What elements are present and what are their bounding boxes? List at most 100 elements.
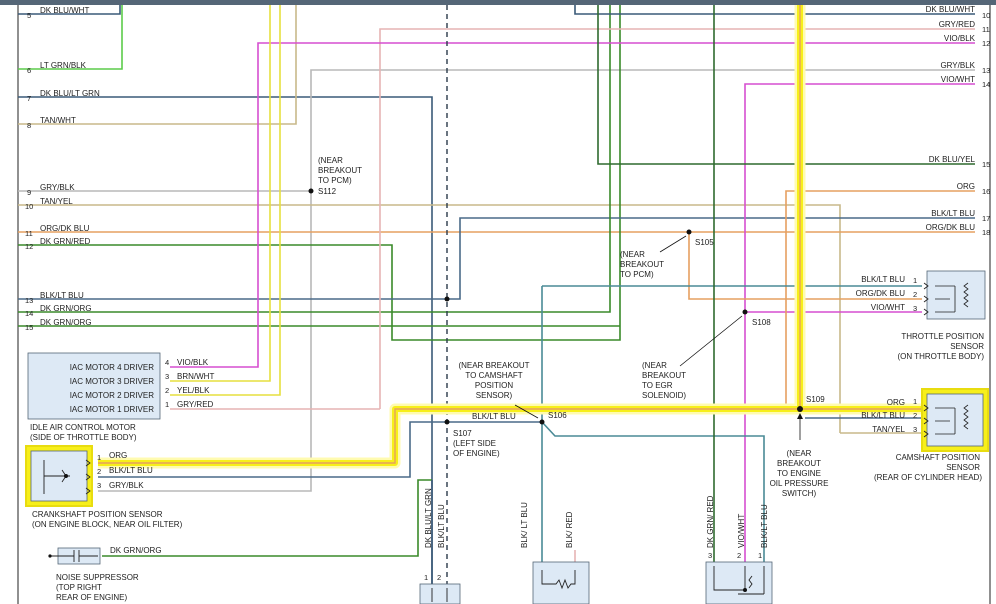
tps-pin-code: ORG/DK BLU [856,289,906,298]
splice-s109-dot [797,406,803,412]
cmp-connector-icon [923,404,929,438]
splice-s107-id: S107 [453,429,472,438]
splices: (NEAR BREAKOUT TO PCM) S112 S105 (NEAR B… [308,156,828,498]
splice-s107-upper-dot [444,296,450,302]
iac-driver-label: IAC MOTOR 1 DRIVER [70,405,155,414]
wire-pin14 [18,5,611,313]
right-pin-code: ORG/DK BLU [926,223,976,232]
bottom-wire-code: BLK/LT BLU [760,504,769,548]
right-pin-code: BLK/LT BLU [931,209,975,218]
noise-wire-code: DK GRN/ORG [110,546,162,555]
wire-pin6 [18,5,123,70]
tps-caption: SENSOR [950,342,984,351]
splice-s106-dot [539,419,545,425]
cmp-pin-number: 1 [913,397,917,406]
right-pin-number: 14 [982,80,990,89]
crank-connector-icon [85,459,91,495]
throttle-position-sensor: BLK/LT BLU 1 ORG/DK BLU 2 VIO/WHT 3 THRO… [856,270,986,361]
right-pin-code: VIO/WHT [941,75,975,84]
bottom-connector-left-pins-icon [431,588,448,602]
iac-driver-label: IAC MOTOR 3 DRIVER [70,377,155,386]
cmp-pin-code: ORG [887,398,905,407]
splice-s108-leader [679,315,743,367]
right-pin-labels: DK BLU/WHT 10 GRY/RED 11 VIO/BLK 12 GRY/… [926,5,991,237]
left-pin-labels: 5 DK BLU/WHT 6 LT GRN/BLK 7 DK BLU/LT GR… [25,6,100,332]
splice-s109-note: TO ENGINE [777,469,821,478]
highlighted-circuit [98,5,922,469]
wire-pin8 [18,5,297,125]
bottom-pin-number: 2 [737,551,741,560]
crank-caption: CRANKSHAFT POSITION SENSOR [32,510,163,519]
splice-s108-note: (NEAR [642,361,667,370]
crank-pin-number: 3 [97,481,101,490]
splice-s105-dot [686,229,692,235]
wire-pin17 [447,217,975,300]
right-pin-code: GRY/BLK [940,61,975,70]
splice-s106-note: POSITION [475,381,513,390]
iac-pin-code: GRY/RED [177,400,214,409]
splice-s105-note: (NEAR [620,250,645,259]
cmp-pin-code: TAN/YEL [872,425,905,434]
splice-s112-id: S112 [318,187,337,196]
noise-suppressor: DK GRN/ORG NOISE SUPPRESSOR (TOP RIGHT R… [48,546,162,602]
left-pin-number: 11 [25,229,33,238]
left-pin-number: 8 [27,121,31,130]
wire-r15 [597,5,975,165]
cmp-caption: CAMSHAFT POSITION [896,453,981,462]
wires [18,5,975,604]
right-pin-number: 13 [982,66,990,75]
splice-s106-id: S106 [548,411,567,420]
wire-label-blk-lt-blu: BLK/LT BLU [472,412,516,421]
tps-box [926,270,986,320]
splice-s109-note: BREAKOUT [777,459,821,468]
crank-sensor-node-icon [64,474,68,478]
wire-noise [102,479,432,557]
splice-s108-id: S108 [752,318,771,327]
right-pin-number: 11 [982,25,990,34]
camshaft-position-sensor: ORG 1 BLK/LT BLU 2 TAN/YEL 3 CAMSHAFT PO… [861,388,989,482]
right-pin-code: VIO/BLK [944,34,976,43]
cmp-pin-code: BLK/LT BLU [861,411,905,420]
left-pin-number: 10 [25,202,33,211]
splice-s107-note: (LEFT SIDE [453,439,496,448]
left-pin-code: TAN/YEL [40,197,73,206]
right-pin-code: DK BLU/YEL [929,155,976,164]
crank-caption: (ON ENGINE BLOCK, NEAR OIL FILTER) [32,520,183,529]
left-pin-number: 9 [27,188,31,197]
wire-iac-pin3 [170,5,271,382]
wire-r16 [785,190,975,409]
right-pin-code: DK BLU/WHT [926,5,975,14]
left-pin-code: LT GRN/BLK [40,61,87,70]
right-pin-number: 15 [982,160,990,169]
cmp-pin-number: 2 [913,411,917,420]
crankshaft-sensor: 1 ORG 2 BLK/LT BLU 3 GRY/BLK CRANKSHAFT … [25,445,183,529]
left-pin-number: 13 [25,296,33,305]
splice-s112-dot [308,188,314,194]
crank-pin-code: ORG [109,451,127,460]
bottom-wire-code: DK GRN/ RED [706,495,715,548]
bottom-connectors: 1 2 3 2 1 [419,551,773,604]
noise-caption: REAR OF ENGINE) [56,593,127,602]
splice-s108-note: BREAKOUT [642,371,686,380]
splice-s107-note: OF ENGINE) [453,449,500,458]
wire-crank-pin2 [98,421,447,478]
left-pin-number: 14 [25,309,33,318]
tps-connector-icon [923,282,929,316]
crank-pin-number: 1 [97,453,101,462]
right-pin-number: 16 [982,187,990,196]
splice-s108-note: TO EGR [642,381,673,390]
bottom-pin-number: 1 [424,573,428,582]
iac-pin-code: YEL/BLK [177,386,210,395]
splice-s112-note: BREAKOUT [318,166,362,175]
top-frame-bar [0,0,996,5]
splice-s112-note: (NEAR [318,156,343,165]
splice-s106-note: TO CAMSHAFT [465,371,522,380]
cmp-resistor-icon [935,404,969,435]
tps-pin-code: VIO/WHT [871,303,905,312]
wire-pin7 [18,96,433,604]
bottom-pin-number: 1 [758,551,762,560]
left-pin-code: ORG/DK BLU [40,224,90,233]
wire-r11 [379,28,975,409]
wire-pin5 [18,5,121,15]
ground-node-icon [48,554,52,558]
